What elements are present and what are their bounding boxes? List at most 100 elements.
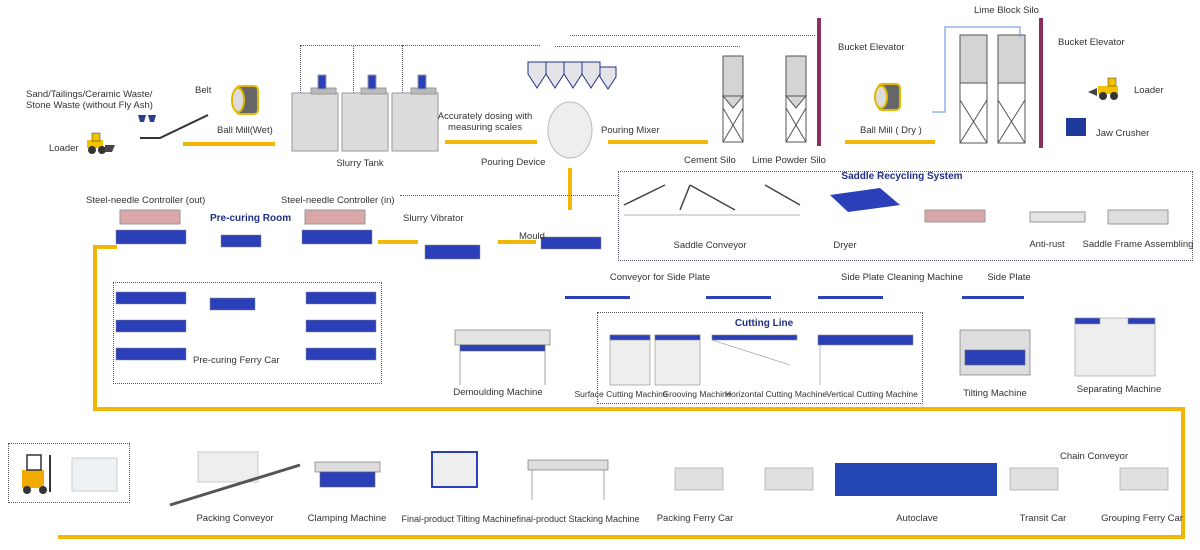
hopper-icon	[148, 115, 156, 122]
flow-right-vertical	[1181, 407, 1185, 537]
flow-vibrator	[378, 240, 418, 244]
slurry-tank-icons	[291, 74, 439, 152]
ball-mill-dry-icon	[874, 83, 901, 111]
pipe-tank-3	[402, 45, 403, 95]
final-tilting-machine-icon	[431, 451, 478, 488]
pipe-light-blue	[932, 26, 1021, 113]
flow-mould	[498, 240, 536, 244]
flow-dry-mill	[845, 140, 935, 144]
loader-icon	[87, 132, 115, 154]
flow-dosing	[445, 140, 537, 144]
saddle-frame-icon	[1107, 209, 1169, 225]
dosing-hoppers	[527, 61, 617, 90]
pipe-top-3	[555, 46, 740, 47]
packing-conveyor-label: Packing Conveyor	[196, 513, 274, 524]
transit-car-label: Transit Car	[1019, 513, 1067, 524]
dryer-icon	[830, 188, 900, 212]
bucket-elevator-1-label: Bucket Elevator	[838, 42, 905, 53]
saddle-conveyor-label: Saddle Conveyor	[673, 240, 747, 251]
mould-carts	[115, 229, 602, 361]
lime-powder-silo-icon	[784, 55, 808, 143]
flow-bottom-horizontal	[58, 535, 1185, 539]
demoulding-machine-icon	[454, 329, 551, 385]
controller-out-icon	[119, 209, 181, 225]
pouring-device-label: Pouring Device	[481, 157, 546, 168]
clamping-label: Clamping Machine	[307, 513, 387, 524]
belt-label: Belt	[195, 85, 212, 96]
clamping-machine-icon	[314, 461, 381, 488]
loader-2-label: Loader	[1134, 85, 1164, 96]
final-stacking-label: final-product Stacking Machine	[516, 514, 640, 524]
lime-block-silo-label: Lime Block Silo	[974, 5, 1039, 16]
flow-down-to-mould	[568, 168, 572, 210]
pipe-tank-2	[353, 45, 354, 95]
ball-mill-wet-icon	[231, 85, 259, 115]
jaw-crusher-label: Jaw Crusher	[1096, 128, 1150, 139]
cutting-line-title: Cutting Line	[734, 318, 794, 329]
pre-curing-ferry-car-label: Pre-curing Ferry Car	[193, 355, 280, 366]
pipe-top-1	[300, 45, 540, 46]
saddle-recycling-box	[618, 171, 1193, 261]
anti-rust-icon	[1029, 211, 1086, 223]
pipe-saddle-return	[400, 195, 618, 196]
feed-label: Sand/Tailings/Ceramic Waste/ Stone Waste…	[26, 89, 153, 111]
side-plate-cleaning-label: Side Plate Cleaning Machine	[841, 272, 963, 283]
slurry-vibrator-label: Slurry Vibrator	[403, 213, 464, 224]
tilting-machine-icon	[959, 329, 1031, 376]
grouping-ferry-car-label: Grouping Ferry Car	[1101, 513, 1183, 524]
dosing-label: Accurately dosing with measuring scales	[437, 111, 533, 133]
final-tilting-label: Final-product Tilting Machine	[401, 514, 517, 524]
demoulding-label: Demoulding Machine	[453, 387, 543, 398]
pipe-tank-1	[300, 45, 301, 95]
flow-left-vertical	[93, 245, 97, 410]
bucket-elevator-1-icon	[817, 18, 821, 146]
horizontal-cutting-label: Horizontal Cutting Machine	[724, 389, 828, 399]
anti-rust-label: Anti-rust	[1029, 239, 1065, 250]
loader-label: Loader	[49, 143, 79, 154]
saddle-frame-label: Saddle Frame Assembling	[1082, 239, 1194, 250]
loader-2-icon	[1088, 77, 1118, 100]
cement-silo-icon	[721, 55, 745, 143]
grooving-label: Grooving Machine	[662, 389, 732, 399]
flow-middle-horizontal	[93, 407, 1185, 411]
ball-mill-wet-label: Ball Mill(Wet)	[217, 125, 273, 136]
mould-label: Mould	[519, 231, 545, 242]
chain-conveyor-label: Chain Conveyor	[1060, 451, 1129, 462]
dryer-label: Dryer	[833, 240, 857, 251]
separating-label: Separating Machine	[1076, 384, 1162, 395]
storage-box	[8, 443, 130, 503]
bucket-elevator-2-icon	[1039, 18, 1043, 148]
pre-curing-room-box	[113, 282, 382, 384]
slurry-tank-label: Slurry Tank	[336, 158, 384, 169]
flow-mixer	[608, 140, 708, 144]
pre-curing-room-label: Pre-curing Room	[210, 213, 292, 224]
saddle-recycling-title: Saddle Recycling System	[841, 171, 963, 182]
lime-powder-silo-label: Lime Powder Silo	[752, 155, 826, 166]
lime-block-silo-icons	[959, 34, 1026, 144]
autoclave-label: Autoclave	[896, 513, 938, 524]
ferry-cars	[674, 467, 1169, 491]
vertical-cutting-label: Vertical Cutting Machine	[826, 389, 918, 399]
flow-wet-mill	[183, 142, 275, 146]
conveyor-side-plate-label: Conveyor for Side Plate	[609, 272, 711, 283]
stacking-machine-icon	[527, 459, 609, 500]
autoclave-icon	[835, 463, 997, 496]
saddle-conveyor-icon	[623, 184, 801, 216]
ball-mill-dry-label: Ball Mill ( Dry )	[860, 125, 922, 136]
controller-in-icon	[304, 209, 366, 225]
controller-in-label: Steel-needle Controller (in)	[281, 195, 395, 206]
side-plate-label: Side Plate	[987, 272, 1031, 283]
belt-conveyor	[140, 114, 209, 139]
forklift-icon	[22, 454, 51, 494]
pouring-mixer-label: Pouring Mixer	[601, 125, 660, 136]
flow-left-top	[93, 245, 117, 249]
jaw-crusher-icon	[1066, 118, 1086, 136]
controller-out-label: Steel-needle Controller (out)	[86, 195, 206, 206]
tilting-label: Tilting Machine	[963, 388, 1027, 399]
hopper-icon	[138, 115, 146, 122]
pouring-mixer-icon	[547, 101, 593, 159]
side-plate-conveyor	[565, 296, 1024, 299]
cutting-line-box	[597, 312, 923, 404]
product-stack-icon	[71, 457, 118, 492]
